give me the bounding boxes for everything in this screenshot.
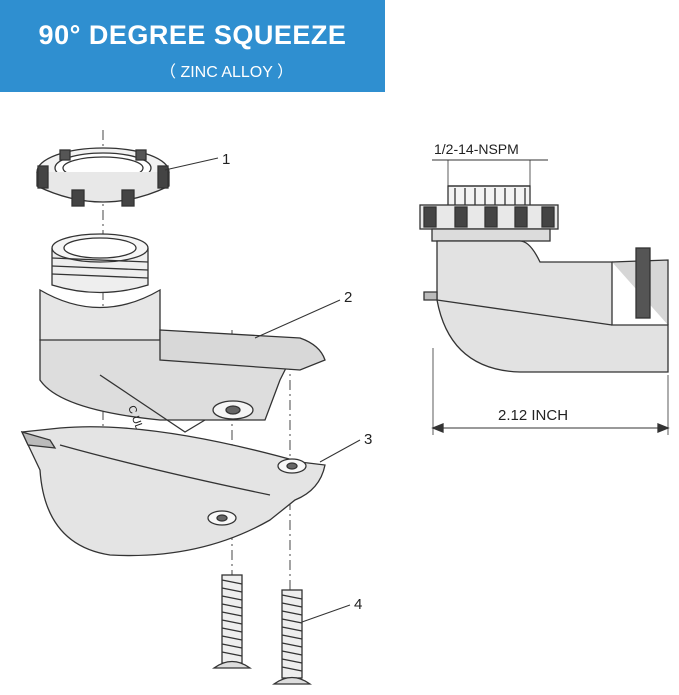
leader-3 <box>319 439 361 463</box>
side-view <box>419 185 669 373</box>
banner-subtitle: （ ZINC ALLOY ） <box>160 64 294 81</box>
leader-4 <box>301 604 351 623</box>
callout-3: 3 <box>364 431 372 448</box>
banner-title: 90° DEGREE SQUEEZE <box>38 20 347 50</box>
thread-size-label: 1/2-14-NSPM <box>434 141 519 157</box>
callout-4: 4 <box>354 596 362 613</box>
screw-right <box>271 589 313 685</box>
callout-1: 1 <box>222 151 230 168</box>
callout-2: 2 <box>344 289 352 306</box>
clamp <box>20 426 326 557</box>
screw-left <box>211 574 253 669</box>
title-banner: 90° DEGREE SQUEEZE （ ZINC ALLOY ） <box>0 0 385 92</box>
connector-body: C UL US <box>39 233 326 448</box>
width-label: 2.12 INCH <box>498 407 568 424</box>
leader-1 <box>164 157 219 171</box>
locknut <box>36 147 170 207</box>
leader-2 <box>254 299 341 339</box>
